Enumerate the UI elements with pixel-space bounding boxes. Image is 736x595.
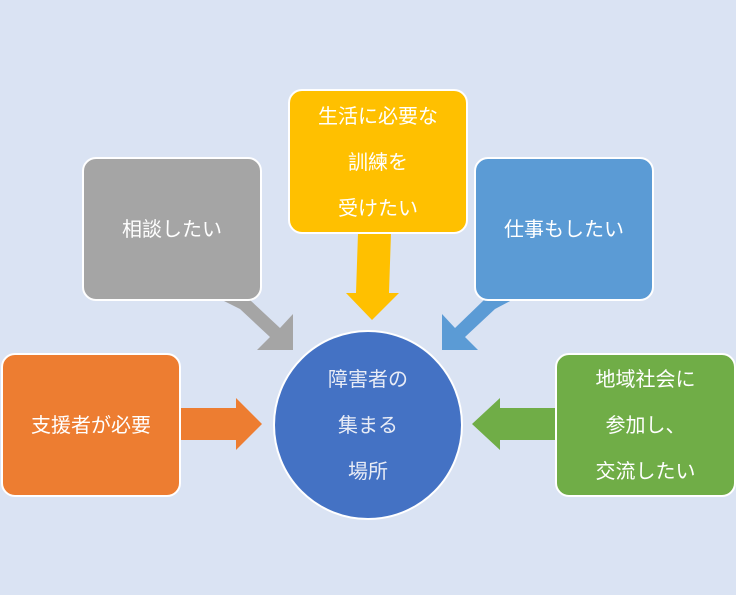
- green-arrow: [472, 398, 556, 450]
- node-consult-line: 相談したい: [122, 217, 222, 241]
- node-training-line: 訓練を: [348, 149, 408, 174]
- orange-arrow: [180, 398, 262, 450]
- node-community-line: 交流したい: [595, 459, 696, 483]
- node-community-line: 地域社会に: [595, 367, 696, 391]
- node-community: 地域社会に 参加し、 交流したい: [555, 353, 736, 497]
- blue-arrow: [442, 300, 512, 350]
- center-node: 障害者の 集まる 場所: [273, 330, 463, 520]
- center-line: 障害者の: [328, 367, 408, 391]
- node-consult: 相談したい: [82, 157, 262, 301]
- node-training-line: 生活に必要な: [318, 103, 438, 128]
- node-supporter-line: 支援者が必要: [31, 413, 151, 437]
- node-community-line: 参加し、: [605, 413, 686, 437]
- center-line: 場所: [348, 459, 388, 483]
- node-work: 仕事もしたい: [474, 157, 654, 301]
- gray-arrow: [222, 300, 293, 350]
- node-training: 生活に必要な 訓練を 受けたい: [288, 89, 468, 234]
- center-line: 集まる: [338, 413, 398, 437]
- node-supporter: 支援者が必要: [1, 353, 181, 497]
- node-work-line: 仕事もしたい: [504, 217, 624, 241]
- node-training-line: 受けたい: [338, 195, 418, 220]
- yellow-arrow: [346, 233, 399, 320]
